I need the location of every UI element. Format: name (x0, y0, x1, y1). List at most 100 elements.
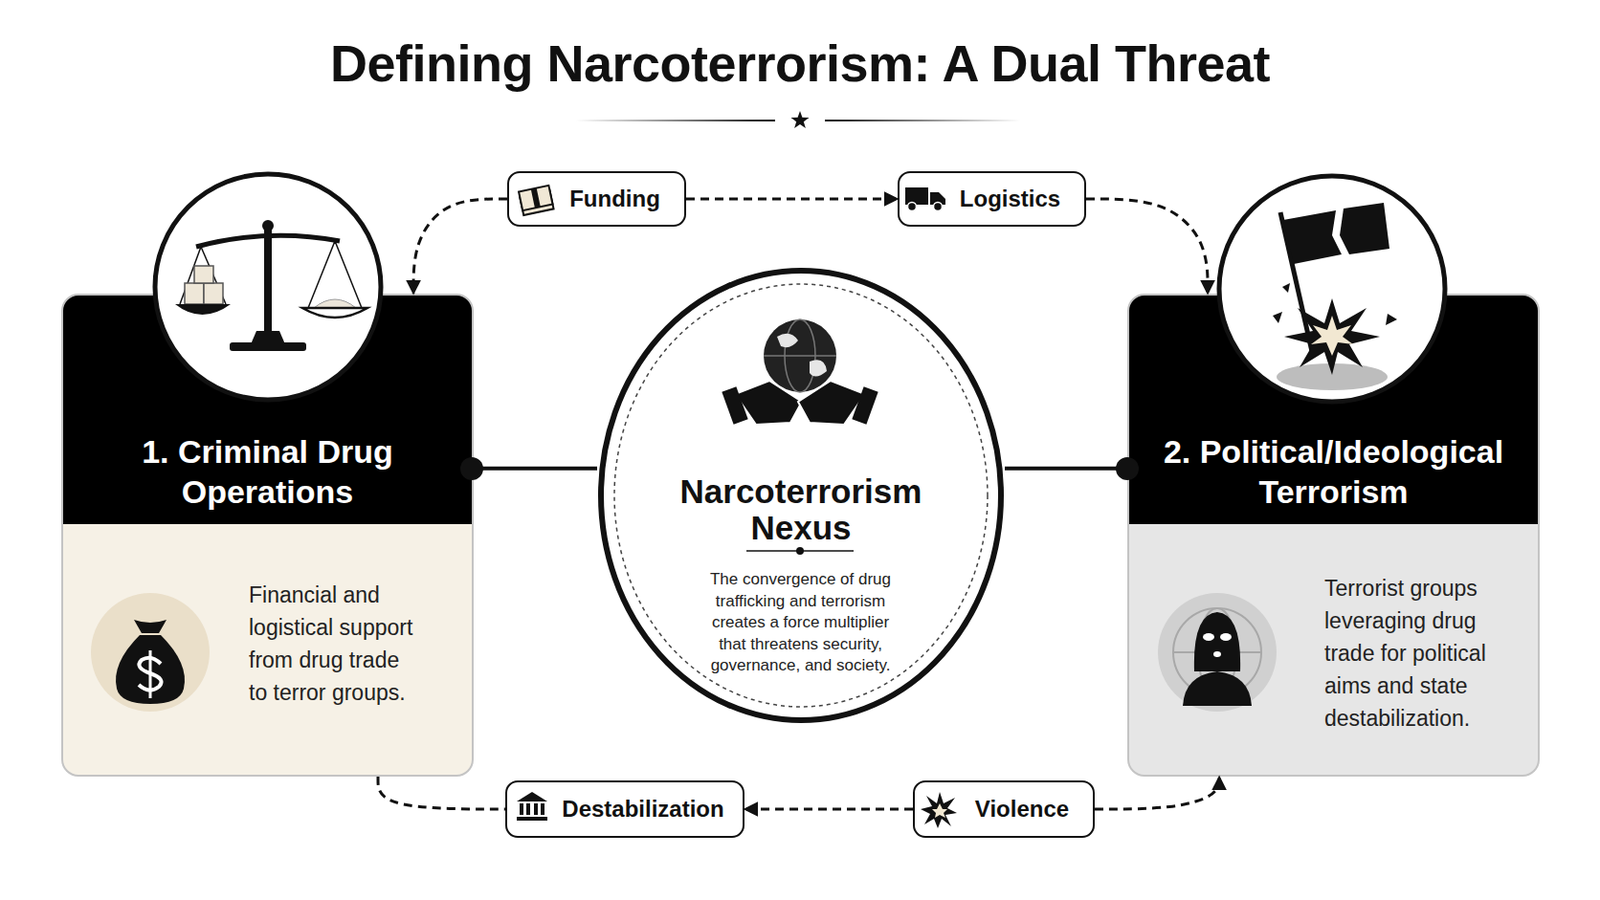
hand-right (798, 380, 866, 425)
flag-pole (1280, 212, 1313, 356)
flow-connector (686, 198, 898, 201)
blast-core (932, 803, 948, 819)
debris (1385, 313, 1398, 326)
card-description: Terrorist groups leveraging drug trade f… (1324, 572, 1509, 735)
truck-cargo (905, 187, 929, 205)
flow-connector (1086, 199, 1208, 294)
category-card: 2. Political/Ideological TerrorismTerror… (1127, 293, 1540, 778)
divider-line (824, 119, 1021, 122)
truck-icon (905, 187, 946, 212)
bag-body (115, 635, 185, 705)
scales-pan (175, 304, 231, 315)
mask-eye (1202, 633, 1215, 642)
sugar-cube (203, 283, 223, 305)
dust-cloud (1276, 363, 1388, 391)
flow-connector (1094, 777, 1220, 810)
icon-circle (1219, 176, 1445, 402)
mask-mouth (1213, 651, 1222, 658)
flow-pill: Funding (507, 171, 687, 227)
scales-post (264, 229, 272, 335)
joint-dot (460, 457, 484, 481)
cash-band (531, 188, 541, 209)
hand-left (734, 380, 802, 425)
masked-figure-icon (1157, 593, 1277, 712)
bank-base (516, 817, 548, 822)
blast-icon (920, 792, 957, 829)
flow-connector (413, 199, 508, 294)
pill-label: Logistics (959, 185, 1061, 213)
debris (1272, 311, 1283, 324)
flow-pill: Destabilization (505, 780, 745, 839)
figure-head (1194, 612, 1241, 672)
nexus-heading: Narcoterrorism Nexus (635, 473, 967, 547)
flow-pill: Violence (912, 780, 1095, 839)
nexus-divider (746, 550, 854, 553)
broken-flag-icon (1219, 176, 1445, 402)
powder-mound (313, 299, 356, 309)
scales-beam (196, 235, 340, 247)
divider-star (791, 111, 810, 129)
explosion-burst (1284, 298, 1380, 376)
link-line (473, 466, 598, 471)
cash-icon (518, 185, 554, 216)
money-bag-icon (90, 593, 210, 712)
flag-piece (1283, 210, 1342, 265)
globe-lines (1173, 608, 1262, 697)
category-card: 1. Criminal Drug OperationsFinancial and… (61, 293, 474, 778)
card-heading: 2. Political/Ideological Terrorism (1146, 431, 1521, 512)
truck-wheel (933, 202, 943, 212)
scales-foot (250, 331, 286, 345)
divider-line (576, 119, 776, 122)
link-line (1004, 466, 1128, 471)
ellipse-border (600, 270, 1001, 721)
bank-column (533, 803, 538, 816)
joint-dot (1115, 457, 1139, 481)
icon-circle (1157, 593, 1277, 712)
flow-pill: Logistics (897, 171, 1087, 227)
scales-base (229, 342, 307, 352)
sugar-cube (194, 266, 214, 284)
globe-land (777, 333, 827, 378)
sugar-cube (184, 283, 204, 305)
globe-lines (1173, 651, 1262, 654)
card-description: Financial and logistical support from dr… (248, 578, 423, 710)
mask-eye (1220, 633, 1232, 642)
blast-burst (920, 792, 957, 829)
scales-pan (302, 308, 368, 318)
globe (763, 319, 837, 393)
ellipse-inner-ring (614, 284, 988, 708)
dollar-sign (138, 658, 162, 691)
bank-column (526, 803, 531, 816)
dollar-sign (149, 650, 153, 699)
bank-roof (516, 792, 548, 802)
flow-connector (377, 777, 506, 810)
nexus-divider-dot (796, 547, 804, 556)
icon-circle (155, 174, 381, 400)
truck-wheel (908, 202, 917, 212)
globe-handshake-icon (721, 319, 878, 425)
pill-label: Violence (975, 796, 1069, 823)
explosion-core (1311, 315, 1354, 356)
card-heading: 1. Criminal Drug Operations (80, 431, 455, 512)
globe-equator (763, 355, 837, 357)
globe-lines (1198, 608, 1237, 697)
scales-knob (262, 220, 274, 232)
flag-piece (1339, 202, 1390, 255)
scales-icon (155, 174, 381, 400)
icon-circle (90, 593, 210, 712)
nexus-description: The convergence of drug trafficking and … (702, 569, 899, 678)
cash-bill (519, 190, 554, 216)
bank-icon (516, 792, 548, 822)
truck-cab (930, 192, 946, 205)
flow-connector (744, 808, 913, 812)
bank-column (540, 803, 545, 816)
nexus-ellipse: Narcoterrorism NexusThe convergence of d… (597, 266, 1005, 725)
pill-label: Funding (569, 185, 661, 213)
sleeve-cuff (851, 386, 878, 424)
pill-label: Destabilization (561, 796, 724, 823)
figure-shoulders (1182, 671, 1252, 707)
